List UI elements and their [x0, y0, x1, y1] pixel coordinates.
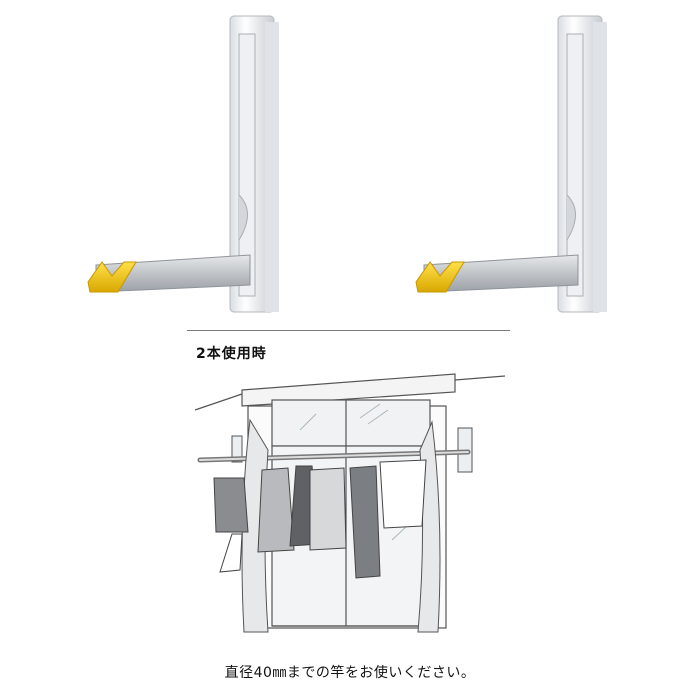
- hanger-right: [415, 15, 607, 313]
- divider: [187, 330, 510, 331]
- product-photo: [87, 15, 607, 313]
- usage-caption: 2本使用時: [196, 346, 267, 362]
- usage-illustration: [194, 373, 506, 633]
- pole-diameter-note: 直径40㎜までの竿をお使いください。: [224, 665, 476, 681]
- hanger-left: [87, 15, 279, 313]
